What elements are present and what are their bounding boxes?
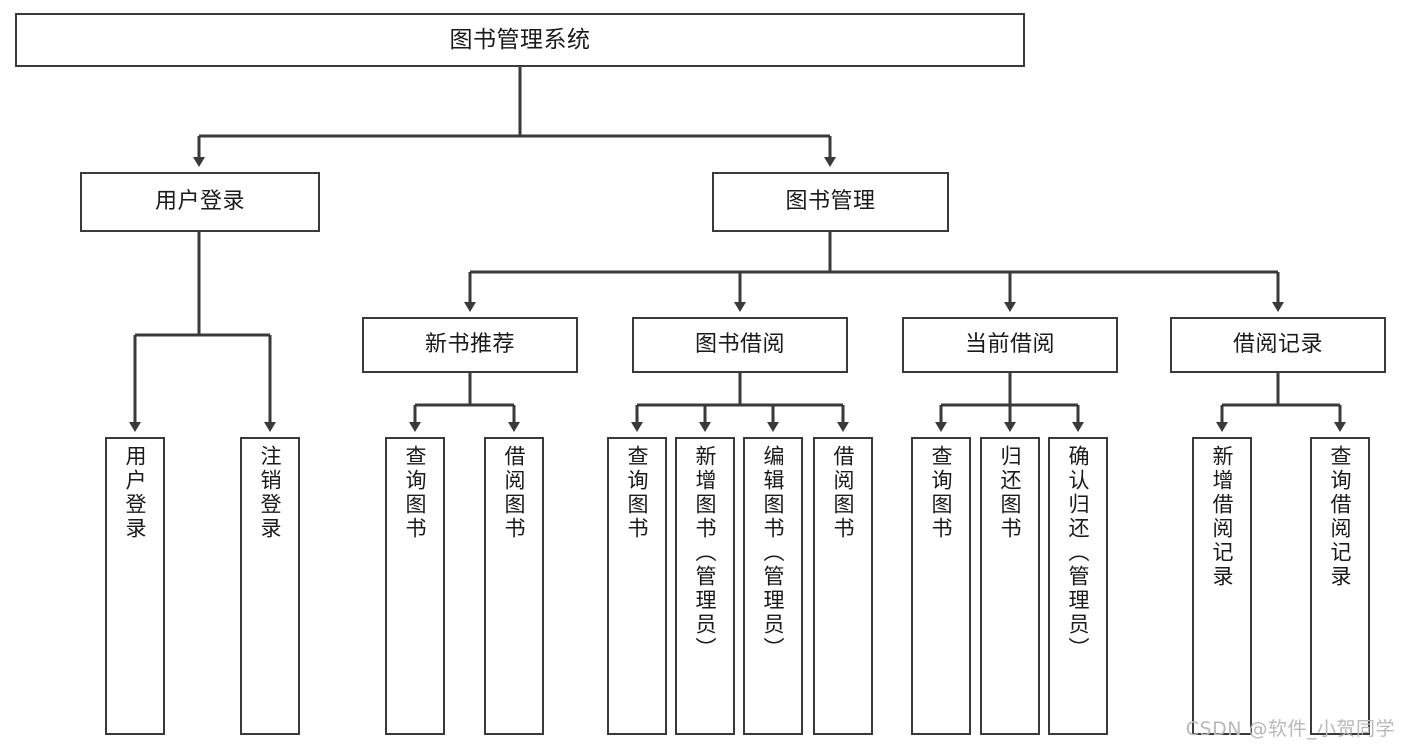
leaf-user-login[interactable]: 用户登录 (105, 437, 165, 735)
node-label: 新增借阅记录 (1210, 445, 1235, 589)
leaf-return-book[interactable]: 归还图书 (980, 437, 1040, 735)
node-label: 借阅记录 (1232, 332, 1323, 358)
node-book-management[interactable]: 图书管理 (712, 172, 949, 232)
leaf-borrow-book-borrow[interactable]: 借阅图书 (813, 437, 873, 735)
leaf-query-book-current[interactable]: 查询图书 (911, 437, 971, 735)
node-label: 借阅图书 (502, 445, 527, 541)
leaf-query-book-borrow[interactable]: 查询图书 (607, 437, 667, 735)
leaf-query-book-newbooks[interactable]: 查询图书 (385, 437, 445, 735)
node-label: 图书借阅 (694, 332, 785, 358)
node-label: 用户登录 (154, 189, 245, 215)
node-label: 借阅图书 (831, 445, 856, 541)
node-label: 确认归还（管理员） (1066, 445, 1091, 661)
node-user-login[interactable]: 用户登录 (80, 172, 320, 232)
node-label: 查询借阅记录 (1328, 445, 1353, 589)
node-label: 查询图书 (625, 445, 650, 541)
leaf-add-book-admin[interactable]: 新增图书（管理员） (675, 437, 735, 735)
leaf-query-borrow-record[interactable]: 查询借阅记录 (1310, 437, 1370, 735)
node-label: 新书推荐 (424, 332, 515, 358)
leaf-add-borrow-record[interactable]: 新增借阅记录 (1192, 437, 1252, 735)
node-root-system[interactable]: 图书管理系统 (15, 13, 1025, 67)
node-label: 新增图书（管理员） (693, 445, 718, 661)
node-label: 图书管理系统 (449, 26, 591, 53)
node-label: 注销登录 (258, 445, 283, 541)
leaf-logout[interactable]: 注销登录 (240, 437, 300, 735)
node-current-borrow[interactable]: 当前借阅 (902, 317, 1118, 373)
node-book-borrow[interactable]: 图书借阅 (632, 317, 848, 373)
node-label: 用户登录 (123, 445, 148, 541)
leaf-confirm-return-admin[interactable]: 确认归还（管理员） (1048, 437, 1108, 735)
node-label: 编辑图书（管理员） (761, 445, 786, 661)
node-label: 当前借阅 (964, 332, 1055, 358)
node-label: 查询图书 (403, 445, 428, 541)
node-new-book-recommend[interactable]: 新书推荐 (362, 317, 578, 373)
csdn-watermark: CSDN @软件_小贺同学 (1185, 718, 1395, 740)
leaf-edit-book-admin[interactable]: 编辑图书（管理员） (743, 437, 803, 735)
node-label: 查询图书 (929, 445, 954, 541)
node-label: 图书管理 (785, 189, 876, 215)
node-borrow-records[interactable]: 借阅记录 (1170, 317, 1386, 373)
node-label: 归还图书 (998, 445, 1023, 541)
leaf-borrow-book-newbooks[interactable]: 借阅图书 (484, 437, 544, 735)
